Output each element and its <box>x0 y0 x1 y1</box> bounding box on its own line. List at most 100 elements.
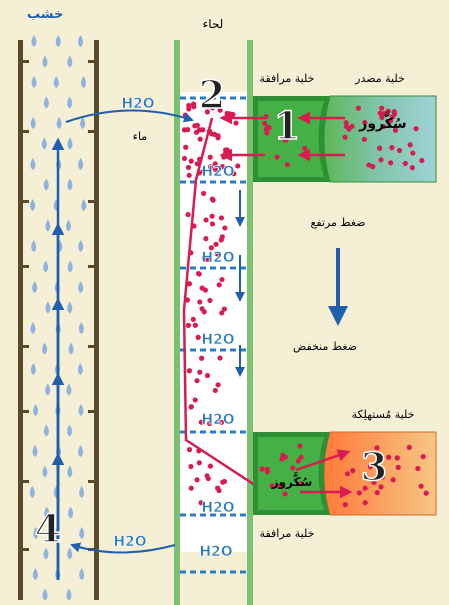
sucrose-dot <box>186 447 193 453</box>
sucrose-dot <box>221 478 228 485</box>
xylem-tick <box>18 265 29 268</box>
sucrose-dot <box>350 468 356 474</box>
sucrose-dot <box>196 460 202 466</box>
sucrose-dot <box>371 479 377 485</box>
h2o-label-phloem-2: H2O <box>201 250 234 266</box>
sucrose-dot <box>194 378 200 384</box>
xylem-wall-left <box>18 40 23 600</box>
phloem-sieve-tube <box>174 40 273 605</box>
water-drop <box>30 363 36 375</box>
water-drop <box>67 465 73 478</box>
sucrose-dot <box>367 464 373 470</box>
h2o-label-top: H2O <box>121 96 154 112</box>
sucrose-dot <box>378 157 384 163</box>
sucrose-dot <box>213 241 219 247</box>
sucrose-dot <box>209 221 216 227</box>
xylem-tick <box>88 410 99 413</box>
source-cell-label: خلية مصدر <box>354 72 405 85</box>
sucrose-dot <box>423 490 429 496</box>
sucrose-dot <box>217 355 223 361</box>
sucrose-dot <box>389 145 395 151</box>
water-drop <box>44 506 50 519</box>
sucrose-dot <box>221 306 227 312</box>
water-drop <box>66 588 72 601</box>
water-drop <box>66 383 72 396</box>
water-drop <box>43 547 49 560</box>
water-drop <box>42 55 48 68</box>
sucrose-dot <box>203 217 209 223</box>
sucrose-dot <box>349 123 355 129</box>
sucrose-dot <box>377 110 383 116</box>
xylem-tick <box>88 60 99 63</box>
water-arrow-bottom <box>70 542 176 554</box>
xylem-tick <box>88 265 99 268</box>
sucrose-dot <box>219 276 225 283</box>
sucrose-dot <box>262 120 268 127</box>
sucrose-dot <box>386 454 392 460</box>
sucrose-dot <box>216 487 222 494</box>
sucrose-dot <box>219 164 225 170</box>
xylem-tick <box>18 548 29 551</box>
sucrose-dot <box>264 130 270 136</box>
sucrose-dot <box>203 236 209 242</box>
sucrose-dot <box>212 387 218 394</box>
sucrose-dot <box>392 127 399 133</box>
water-drop <box>67 547 73 560</box>
sucrose-dot <box>185 164 192 171</box>
phloem-wall-right <box>247 40 253 605</box>
water-drop <box>42 465 48 478</box>
sucrose-dot <box>259 466 265 472</box>
water-drop <box>67 301 73 314</box>
sucrose-dot <box>387 118 394 124</box>
phloem-label: لحاء <box>203 17 224 31</box>
water-drop <box>67 137 73 150</box>
water-drop <box>30 199 36 211</box>
xylem-cell-divisions <box>18 60 99 551</box>
water-drop <box>67 96 73 109</box>
sucrose-dot <box>185 127 191 133</box>
water-drop <box>45 219 51 232</box>
sucrose-dot <box>376 145 383 151</box>
step-number-1: 1 <box>274 103 300 148</box>
sucrose-dot <box>410 150 416 156</box>
sucrose-dot <box>390 114 396 120</box>
sucrose-dot <box>208 245 215 251</box>
sucrose-dot <box>222 147 229 153</box>
water-arrow-top <box>65 109 194 123</box>
water-drop <box>32 281 38 293</box>
water-drop <box>78 404 84 416</box>
water-drop <box>55 35 61 47</box>
sucrose-dot <box>216 282 222 288</box>
water-drop <box>31 240 37 252</box>
sucrose-dot <box>212 131 218 137</box>
sucrose-dot <box>207 463 214 469</box>
sucrose-dot <box>264 466 270 472</box>
water-drop <box>78 445 84 457</box>
sucrose-dot <box>218 215 225 221</box>
sucrose-dot <box>235 163 241 169</box>
sucrose-dot <box>362 500 368 506</box>
sucrose-dot <box>379 114 385 120</box>
water-drop <box>32 445 38 457</box>
sucrose-dot <box>342 134 348 140</box>
sucrose-dot <box>415 465 421 472</box>
water-drop <box>56 117 62 129</box>
water-drop <box>78 158 84 170</box>
sucrose-dot <box>186 172 192 178</box>
sucrose-dot <box>290 465 296 471</box>
sucrose-dot <box>362 120 368 126</box>
water-drop <box>67 260 73 273</box>
sucrose-dot <box>212 161 218 167</box>
sucrose-dot <box>218 419 225 425</box>
step-number-4: 4 <box>35 506 61 551</box>
sucrose-dot <box>197 299 203 305</box>
sucrose-dot <box>188 485 194 491</box>
xylem-tick <box>18 480 29 483</box>
sink-cell-label: خلية مُستهلِكة <box>352 408 415 421</box>
sucrose-dot <box>362 485 368 491</box>
sucrose-dot <box>215 135 221 141</box>
sucrose-dot <box>201 309 207 315</box>
water-drop <box>43 178 49 191</box>
sucrose-dot <box>181 155 188 162</box>
sucrose-dot <box>269 483 275 489</box>
